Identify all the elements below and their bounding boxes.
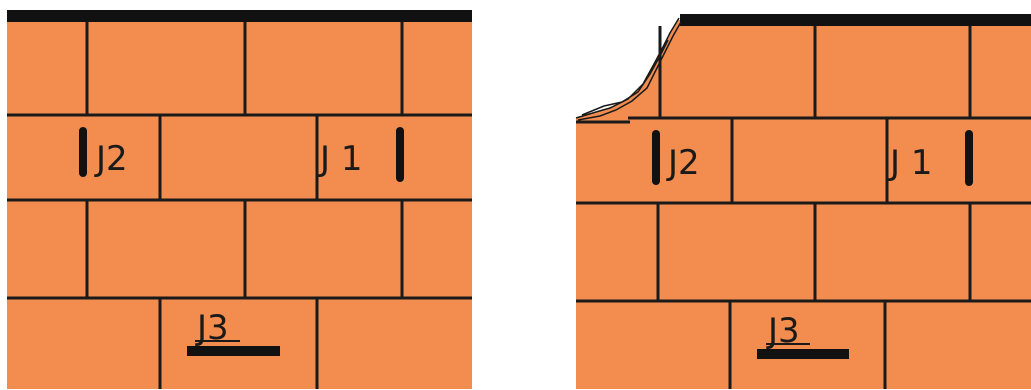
intact-wall-top-cap: [7, 10, 472, 22]
j2-label: J2: [94, 139, 128, 179]
j1-label: J 1: [888, 143, 932, 183]
damaged-wall-top-cap: [680, 14, 1031, 26]
j2-label: J2: [666, 143, 700, 183]
j1-marker-icon: [396, 127, 404, 182]
j1-marker-icon: [965, 130, 973, 186]
intact-wall: J2 J 1 J3: [7, 10, 472, 389]
j2-marker-icon: [79, 127, 87, 177]
j3-marker-icon: [187, 346, 280, 356]
damaged-wall: J2 J 1 J3: [576, 14, 1031, 389]
j3-marker-icon: [757, 349, 849, 359]
j1-label: J 1: [318, 139, 362, 179]
j2-marker-icon: [652, 130, 660, 185]
